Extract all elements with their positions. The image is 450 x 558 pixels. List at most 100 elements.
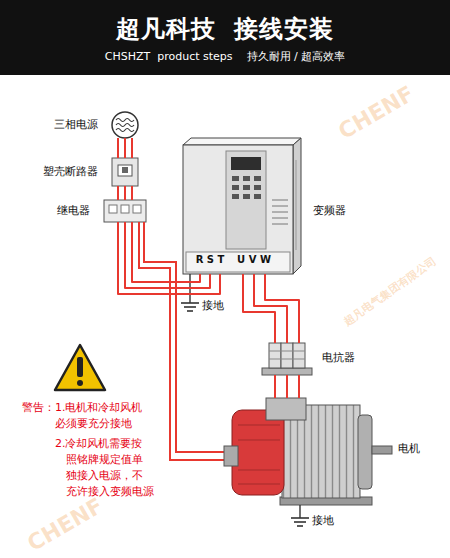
inverter-housing-part: [232, 185, 239, 190]
motor-drawing-part: [372, 446, 392, 454]
page-title: 超凡科技 接线安装: [0, 13, 450, 45]
wire-connector: [243, 274, 299, 343]
inverter-housing-part: [232, 194, 239, 199]
part-label: 继电器: [57, 204, 90, 217]
subtitle: CHSHZT product steps 持久耐用 / 超高效率: [0, 50, 450, 63]
ground-symbol: [181, 274, 199, 311]
warning-note: 警告：1.电机和冷却风机 必须要充分接地: [22, 400, 149, 432]
part-label: 三相电源: [54, 118, 98, 131]
wire: [243, 274, 275, 343]
inverter-housing-part: [272, 206, 288, 207]
wire: [131, 186, 133, 200]
ground-symbol-part: [291, 517, 309, 519]
wire: [254, 274, 287, 343]
power-source-symbol-part: [116, 124, 134, 127]
inverter-housing-part: [254, 176, 261, 181]
motor-node: 电机: [232, 398, 392, 505]
motor-drawing-part: [232, 410, 284, 495]
breaker-symbol-part: [122, 167, 128, 173]
reactor-symbol-part: [262, 368, 312, 375]
inverter-housing-part: [293, 138, 301, 274]
motor-drawing-part: [238, 470, 280, 471]
motor-drawing-part: [238, 484, 280, 485]
relay-symbol: [104, 200, 146, 222]
reactor-symbol-part: [281, 343, 293, 368]
ground-label: 接地: [202, 299, 224, 312]
terminal-label: R S T: [196, 254, 225, 266]
wire: [298, 375, 300, 398]
inverter-housing-part: [226, 151, 266, 249]
ground-symbol: [291, 505, 309, 526]
motor-drawing-part: [224, 446, 238, 466]
wire: [265, 274, 299, 343]
power-source-symbol: [112, 112, 138, 138]
wire-connector: [118, 186, 132, 200]
relay-symbol-part: [104, 200, 146, 222]
wire: [132, 222, 200, 282]
ground-symbol-part: [294, 521, 306, 523]
watermark: 超凡电气集团有限公司: [341, 255, 439, 329]
wire: [117, 138, 119, 158]
inverter-housing-part: [231, 157, 261, 170]
inverter-housing-part: [232, 176, 239, 181]
reactor-node: 电抗器: [262, 343, 312, 375]
inverter-housing-part: [243, 185, 250, 190]
ground-symbol-part: [181, 302, 199, 304]
power-source-symbol-part: [112, 112, 138, 138]
motor-drawing-part: [358, 415, 372, 489]
inverter-housing-part: [186, 252, 290, 272]
motor-drawing-part: [266, 398, 306, 420]
warning-icon-part: [77, 357, 83, 377]
reactor-symbol-part: [269, 359, 305, 360]
ground-symbol-part: [184, 306, 196, 308]
relay-symbol-part: [121, 205, 129, 213]
terminal-label: U V W: [237, 254, 271, 266]
inverter-housing-part: [243, 176, 250, 181]
wire: [131, 138, 133, 158]
fan-wire-part: [144, 222, 224, 452]
inverter-housing-part: [272, 212, 288, 213]
motor-drawing-part: [238, 440, 280, 441]
warning-icon: [55, 345, 105, 390]
fan-wire-part: [139, 222, 224, 460]
inverter-housing-part: [183, 138, 301, 145]
part-label: 变频器: [313, 204, 346, 217]
inverter-housing-part: [272, 224, 288, 225]
inverter-housing: [183, 138, 301, 274]
inverter-housing-part: [254, 185, 261, 190]
motor-drawing: [224, 398, 392, 505]
power-source-symbol-part: [116, 129, 134, 132]
inverter-housing-part: [183, 145, 293, 274]
wire-connector: [118, 138, 132, 158]
inverter-housing-part: [254, 194, 261, 199]
ground-symbol-part: [297, 525, 303, 527]
motor-drawing-part: [238, 425, 280, 426]
inverter-housing-part: [243, 194, 250, 199]
fan-wire: [139, 222, 224, 460]
reactor-symbol-part: [269, 351, 305, 352]
wire: [286, 375, 288, 398]
inverter-node: 变频器R S TU V W: [183, 138, 301, 274]
reactor-symbol-part: [269, 343, 281, 368]
relay-symbol-part: [109, 205, 117, 213]
breaker-symbol: [112, 158, 138, 186]
wire-connector: [275, 375, 299, 398]
relay-symbol-part: [133, 205, 141, 213]
watermark: CHENF: [334, 81, 419, 145]
inverter-housing-part: [272, 200, 288, 201]
wire: [274, 375, 276, 398]
breaker-symbol-part: [112, 158, 138, 186]
part-label: 电机: [398, 442, 420, 455]
wire: [124, 138, 126, 158]
part-label: 塑壳断路器: [43, 165, 98, 178]
ground-symbol-part: [299, 505, 300, 518]
warning-note: 2.冷却风机需要按 照铭牌规定值单 独接入电源，不 充许接入变频电源: [22, 436, 161, 500]
warning-icon-part: [77, 380, 83, 386]
part-label: 电抗器: [322, 351, 355, 364]
reactor-symbol-part: [293, 343, 305, 368]
warning-icon-part: [55, 345, 105, 390]
power-source-symbol-part: [116, 119, 134, 122]
ground-label: 接地: [312, 514, 334, 527]
breaker-node: 塑壳断路器: [112, 158, 138, 186]
power-source-node: 三相电源: [112, 112, 138, 138]
